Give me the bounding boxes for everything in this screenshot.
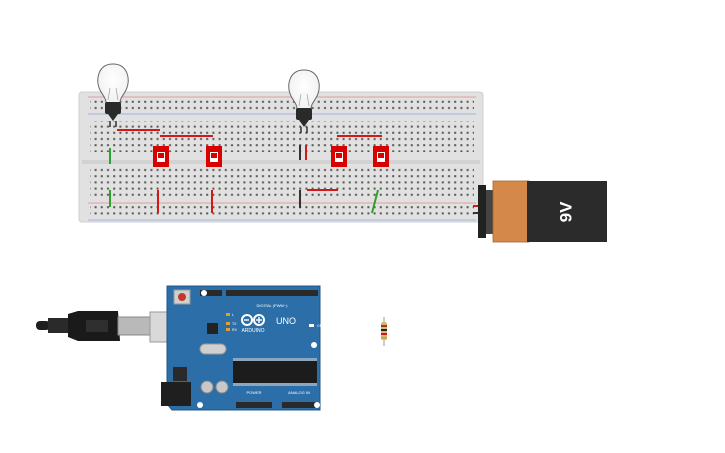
- slide-switch[interactable]: [153, 146, 169, 167]
- arduino-model: UNO: [276, 316, 296, 326]
- digital-label: DIGITAL (PWM~): [257, 303, 289, 308]
- slide-switch[interactable]: [373, 146, 389, 167]
- light-bulb[interactable]: [288, 69, 320, 133]
- resistor[interactable]: [381, 317, 387, 346]
- digital-header[interactable]: [226, 290, 318, 296]
- l-led: [226, 313, 230, 316]
- power-jack[interactable]: [161, 382, 191, 406]
- crystal-oscillator: [199, 343, 227, 355]
- slide-switch[interactable]: [331, 146, 347, 167]
- bottom-terminal-strip[interactable]: [90, 168, 474, 199]
- tx-led: [226, 322, 230, 325]
- battery-9v[interactable]: 9V: [478, 180, 607, 243]
- usb-cable[interactable]: [36, 311, 173, 343]
- analog-header[interactable]: [282, 402, 316, 408]
- capacitor: [200, 380, 214, 394]
- on-led: [309, 324, 314, 327]
- light-bulb[interactable]: [97, 63, 129, 127]
- analog-label: ANALOG IN: [288, 390, 310, 395]
- rx-label: RX: [232, 328, 238, 332]
- power-label: POWER: [246, 390, 261, 395]
- power-header[interactable]: [236, 402, 272, 408]
- arduino-logo-text: ARDUINO: [241, 328, 264, 334]
- usb-chip: [207, 323, 218, 334]
- rx-led: [226, 328, 230, 331]
- l-led-label: L: [232, 313, 234, 317]
- wires[interactable]: [109, 129, 483, 214]
- arduino-uno[interactable]: DIGITAL (PWM~) ARDUINO UNO L TX RX ON: [161, 285, 323, 411]
- arduino-logo-icon: [241, 314, 265, 326]
- on-label: ON: [317, 324, 323, 328]
- slide-switch[interactable]: [206, 146, 222, 167]
- top-power-rail[interactable]: [90, 99, 474, 112]
- tx-label: TX: [232, 322, 237, 326]
- capacitor: [215, 380, 229, 394]
- battery-label: 9V: [556, 201, 575, 222]
- wire-green: [371, 189, 379, 214]
- bottom-power-rail[interactable]: [90, 205, 474, 218]
- top-terminal-strip[interactable]: [90, 121, 474, 152]
- voltage-regulator: [173, 367, 187, 381]
- breadboard[interactable]: [78, 91, 484, 223]
- atmega-chip: [233, 361, 317, 383]
